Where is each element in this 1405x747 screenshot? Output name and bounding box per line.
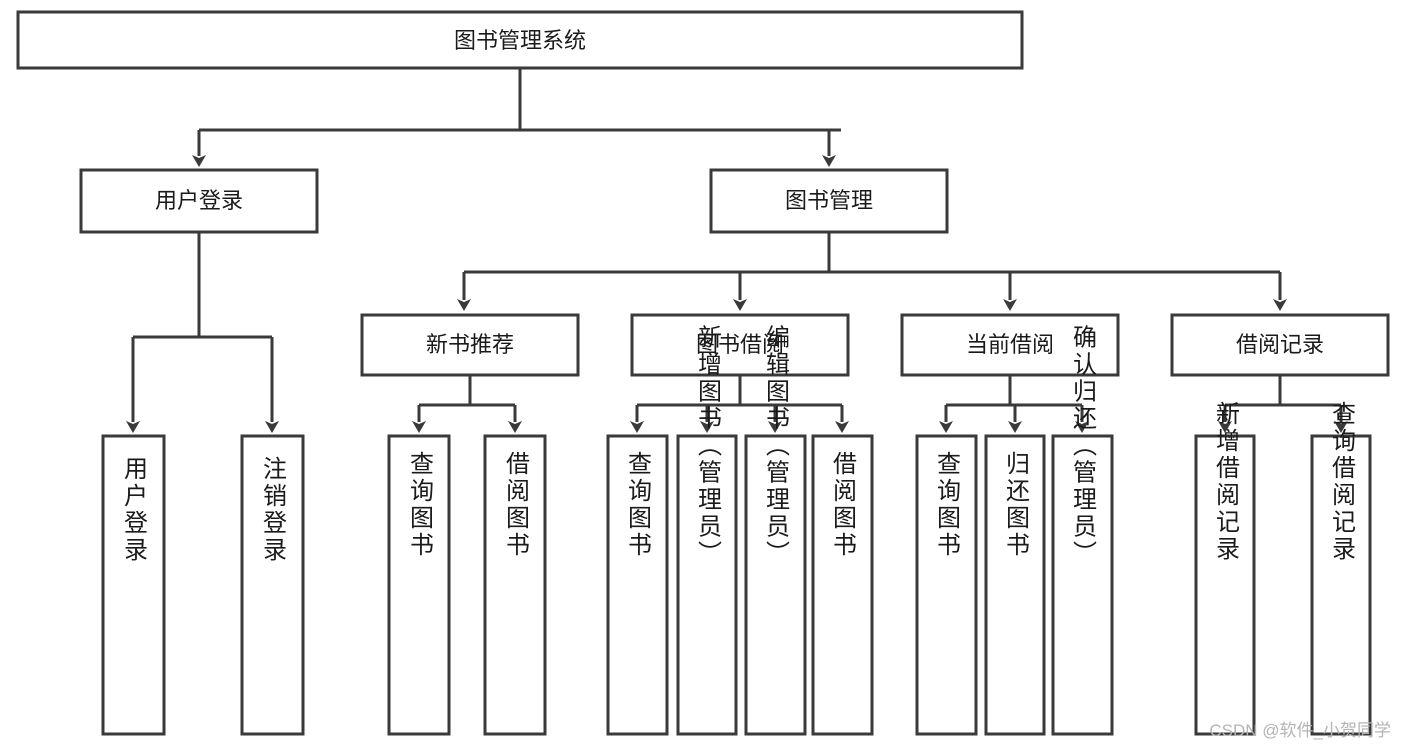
node-leaf-user-login[interactable]: 用户登录 xyxy=(101,434,166,736)
node-leaf-logout-login-box[interactable] xyxy=(240,434,305,736)
node-leaf-logout-login-label: 注销登录 xyxy=(259,456,287,564)
node-current-borrow-label: 当前借阅 xyxy=(966,332,1054,357)
node-leaf-edit-book[interactable]: 编辑图书（管理员） xyxy=(744,325,807,736)
node-user-login-label: 用户登录 xyxy=(155,188,243,213)
node-book-manage[interactable]: 图书管理 xyxy=(709,168,949,234)
node-root-label: 图书管理系统 xyxy=(454,28,586,53)
node-leaf-edit-book-box[interactable] xyxy=(744,434,807,736)
node-book-manage-box[interactable] xyxy=(709,168,949,234)
node-leaf-query-book-3-box[interactable] xyxy=(915,434,978,736)
connector-group-user-login xyxy=(126,232,279,433)
node-leaf-return-book-box[interactable] xyxy=(984,434,1046,736)
node-leaf-borrow-book-2[interactable]: 借阅图书 xyxy=(811,434,874,736)
node-leaf-add-book-label: 新增图书（管理员） xyxy=(694,325,722,568)
node-root[interactable]: 图书管理系统 xyxy=(16,10,1024,70)
connector-group-book-borrow xyxy=(630,375,849,433)
node-leaf-borrow-book-2-label: 借阅图书 xyxy=(829,451,857,559)
node-leaf-query-book-3-label: 查询图书 xyxy=(933,451,961,559)
connector-group-book-manage xyxy=(457,232,1287,311)
node-borrow-record[interactable]: 借阅记录 xyxy=(1170,313,1390,377)
node-leaf-query-record-label: 查询借阅记录 xyxy=(1328,401,1356,563)
node-new-book-recommend[interactable]: 新书推荐 xyxy=(360,313,580,377)
node-leaf-add-book-box[interactable] xyxy=(676,434,738,736)
node-new-book-recommend-label: 新书推荐 xyxy=(426,332,514,357)
node-new-book-recommend-box[interactable] xyxy=(360,313,580,377)
node-leaf-user-login-label: 用户登录 xyxy=(120,456,148,564)
connector-group-root xyxy=(192,68,841,167)
node-leaf-logout-login[interactable]: 注销登录 xyxy=(240,434,305,736)
node-leaf-query-book-2-box[interactable] xyxy=(606,434,669,736)
node-leaf-return-book-label: 归还图书 xyxy=(1002,451,1030,559)
node-leaf-borrow-book-1-box[interactable] xyxy=(483,434,547,736)
node-book-borrow-box[interactable] xyxy=(630,313,850,377)
node-leaf-add-record[interactable]: 新增借阅记录 xyxy=(1194,401,1256,736)
node-current-borrow[interactable]: 当前借阅 xyxy=(900,313,1120,377)
node-leaf-query-book-1[interactable]: 查询图书 xyxy=(387,434,451,736)
node-leaf-user-login-box[interactable] xyxy=(101,434,166,736)
node-leaf-query-book-2[interactable]: 查询图书 xyxy=(606,434,669,736)
node-leaf-add-book[interactable]: 新增图书（管理员） xyxy=(676,325,738,736)
node-leaf-query-book-2-label: 查询图书 xyxy=(624,451,652,559)
node-borrow-record-box[interactable] xyxy=(1170,313,1390,377)
node-leaf-query-book-3[interactable]: 查询图书 xyxy=(915,434,978,736)
node-book-manage-label: 图书管理 xyxy=(785,188,873,213)
node-user-login-box[interactable] xyxy=(79,168,319,234)
node-leaf-borrow-book-1[interactable]: 借阅图书 xyxy=(483,434,547,736)
node-leaf-add-record-label: 新增借阅记录 xyxy=(1212,401,1240,563)
connector-group-borrow-record xyxy=(1218,375,1348,433)
connector-group-new-book-recommend xyxy=(412,375,522,433)
node-book-borrow-label: 图书借阅 xyxy=(696,332,784,357)
node-leaf-query-record[interactable]: 查询借阅记录 xyxy=(1310,401,1372,736)
node-book-borrow[interactable]: 图书借阅 xyxy=(630,313,850,377)
node-leaf-query-book-1-label: 查询图书 xyxy=(406,451,434,559)
node-leaf-confirm-return-box[interactable] xyxy=(1051,434,1114,736)
node-leaf-edit-book-label: 编辑图书（管理员） xyxy=(762,325,790,568)
node-leaf-add-record-box[interactable] xyxy=(1194,434,1256,736)
node-leaf-query-record-box[interactable] xyxy=(1310,434,1372,736)
node-leaf-borrow-book-2-box[interactable] xyxy=(811,434,874,736)
node-borrow-record-label: 借阅记录 xyxy=(1236,332,1324,357)
node-leaf-query-book-1-box[interactable] xyxy=(387,434,451,736)
node-user-login[interactable]: 用户登录 xyxy=(79,168,319,234)
node-leaf-return-book[interactable]: 归还图书 xyxy=(984,434,1046,736)
node-current-borrow-box[interactable] xyxy=(900,313,1120,377)
node-leaf-confirm-return[interactable]: 确认归还（管理员） xyxy=(1051,325,1114,736)
node-leaf-borrow-book-1-label: 借阅图书 xyxy=(502,451,530,559)
connector-group-current-borrow xyxy=(939,375,1089,433)
node-leaf-confirm-return-label: 确认归还（管理员） xyxy=(1069,325,1097,568)
node-root-box[interactable] xyxy=(16,10,1024,70)
